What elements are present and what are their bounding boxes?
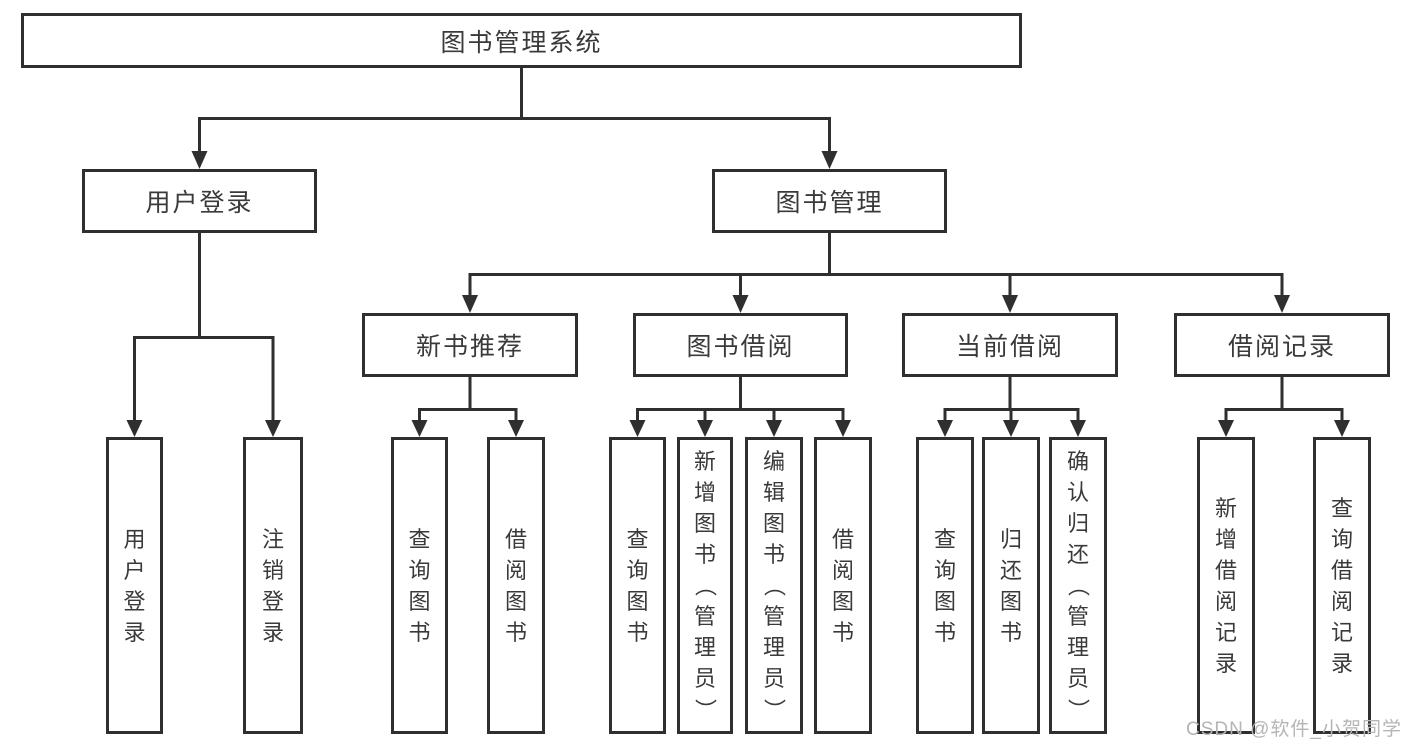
leaf-query-books-recommend-label: 查询图书 (408, 526, 431, 645)
leaf-edit-books-admin-label: 编辑图书（管理员） (761, 449, 787, 721)
node-book-borrowing: 图书借阅 (633, 313, 848, 377)
edges-root (191, 68, 838, 169)
watermark: CSDN @软件_小贺同学 (1186, 719, 1402, 740)
leaf-query-books-borrowing: 查询图书 (609, 437, 666, 734)
leaf-query-books-borrowing-label: 查询图书 (626, 526, 649, 645)
node-library-system-label: 图书管理系统 (440, 28, 603, 57)
leaf-user-login-label: 用户登录 (123, 526, 146, 645)
node-current-borrowing-label: 当前借阅 (955, 333, 1064, 361)
node-library-system: 图书管理系统 (21, 13, 1022, 68)
edges-book-management (462, 233, 1290, 313)
leaf-query-books-current-label: 查询图书 (933, 526, 956, 645)
node-user-login-label: 用户登录 (145, 189, 254, 217)
edges-new-book-recommendation (411, 377, 524, 437)
node-user-login: 用户登录 (82, 169, 317, 233)
leaf-query-books-recommend: 查询图书 (391, 437, 448, 734)
leaf-logout-login-label: 注销登录 (261, 526, 284, 645)
edges-user-login (126, 233, 281, 437)
leaf-borrow-books-recommend-label: 借阅图书 (504, 526, 527, 645)
leaf-logout-login: 注销登录 (243, 437, 303, 734)
node-current-borrowing: 当前借阅 (902, 313, 1118, 377)
node-book-management: 图书管理 (712, 169, 947, 233)
edges-borrowing-records (1218, 377, 1350, 437)
leaf-query-borrow-record: 查询借阅记录 (1313, 437, 1371, 734)
leaf-edit-books-admin: 编辑图书（管理员） (745, 437, 803, 734)
leaf-add-books-admin-label: 新增图书（管理员） (692, 449, 718, 721)
leaf-query-books-current: 查询图书 (916, 437, 974, 734)
leaf-borrow-books-borrowing-label: 借阅图书 (831, 526, 854, 645)
leaf-query-borrow-record-label: 查询借阅记录 (1330, 495, 1353, 676)
node-book-borrowing-label: 图书借阅 (686, 333, 795, 361)
leaf-user-login: 用户登录 (106, 437, 163, 734)
leaf-confirm-return-admin-label: 确认归还（管理员） (1065, 449, 1091, 721)
leaf-borrow-books-recommend: 借阅图书 (487, 437, 545, 734)
edges-book-borrowing (629, 377, 851, 437)
node-new-book-recommendation-label: 新书推荐 (415, 333, 524, 361)
leaf-confirm-return-admin: 确认归还（管理员） (1049, 437, 1107, 734)
leaf-return-books-label: 归还图书 (999, 526, 1022, 645)
node-borrowing-records-label: 借阅记录 (1227, 333, 1336, 361)
leaf-add-borrow-record-label: 新增借阅记录 (1214, 495, 1237, 676)
leaf-add-books-admin: 新增图书（管理员） (677, 437, 733, 734)
node-book-management-label: 图书管理 (775, 189, 884, 217)
leaf-return-books: 归还图书 (982, 437, 1040, 734)
leaf-add-borrow-record: 新增借阅记录 (1197, 437, 1255, 734)
leaf-borrow-books-borrowing: 借阅图书 (814, 437, 872, 734)
node-borrowing-records: 借阅记录 (1174, 313, 1390, 377)
node-new-book-recommendation: 新书推荐 (362, 313, 578, 377)
edges-current-borrowing (937, 377, 1086, 437)
